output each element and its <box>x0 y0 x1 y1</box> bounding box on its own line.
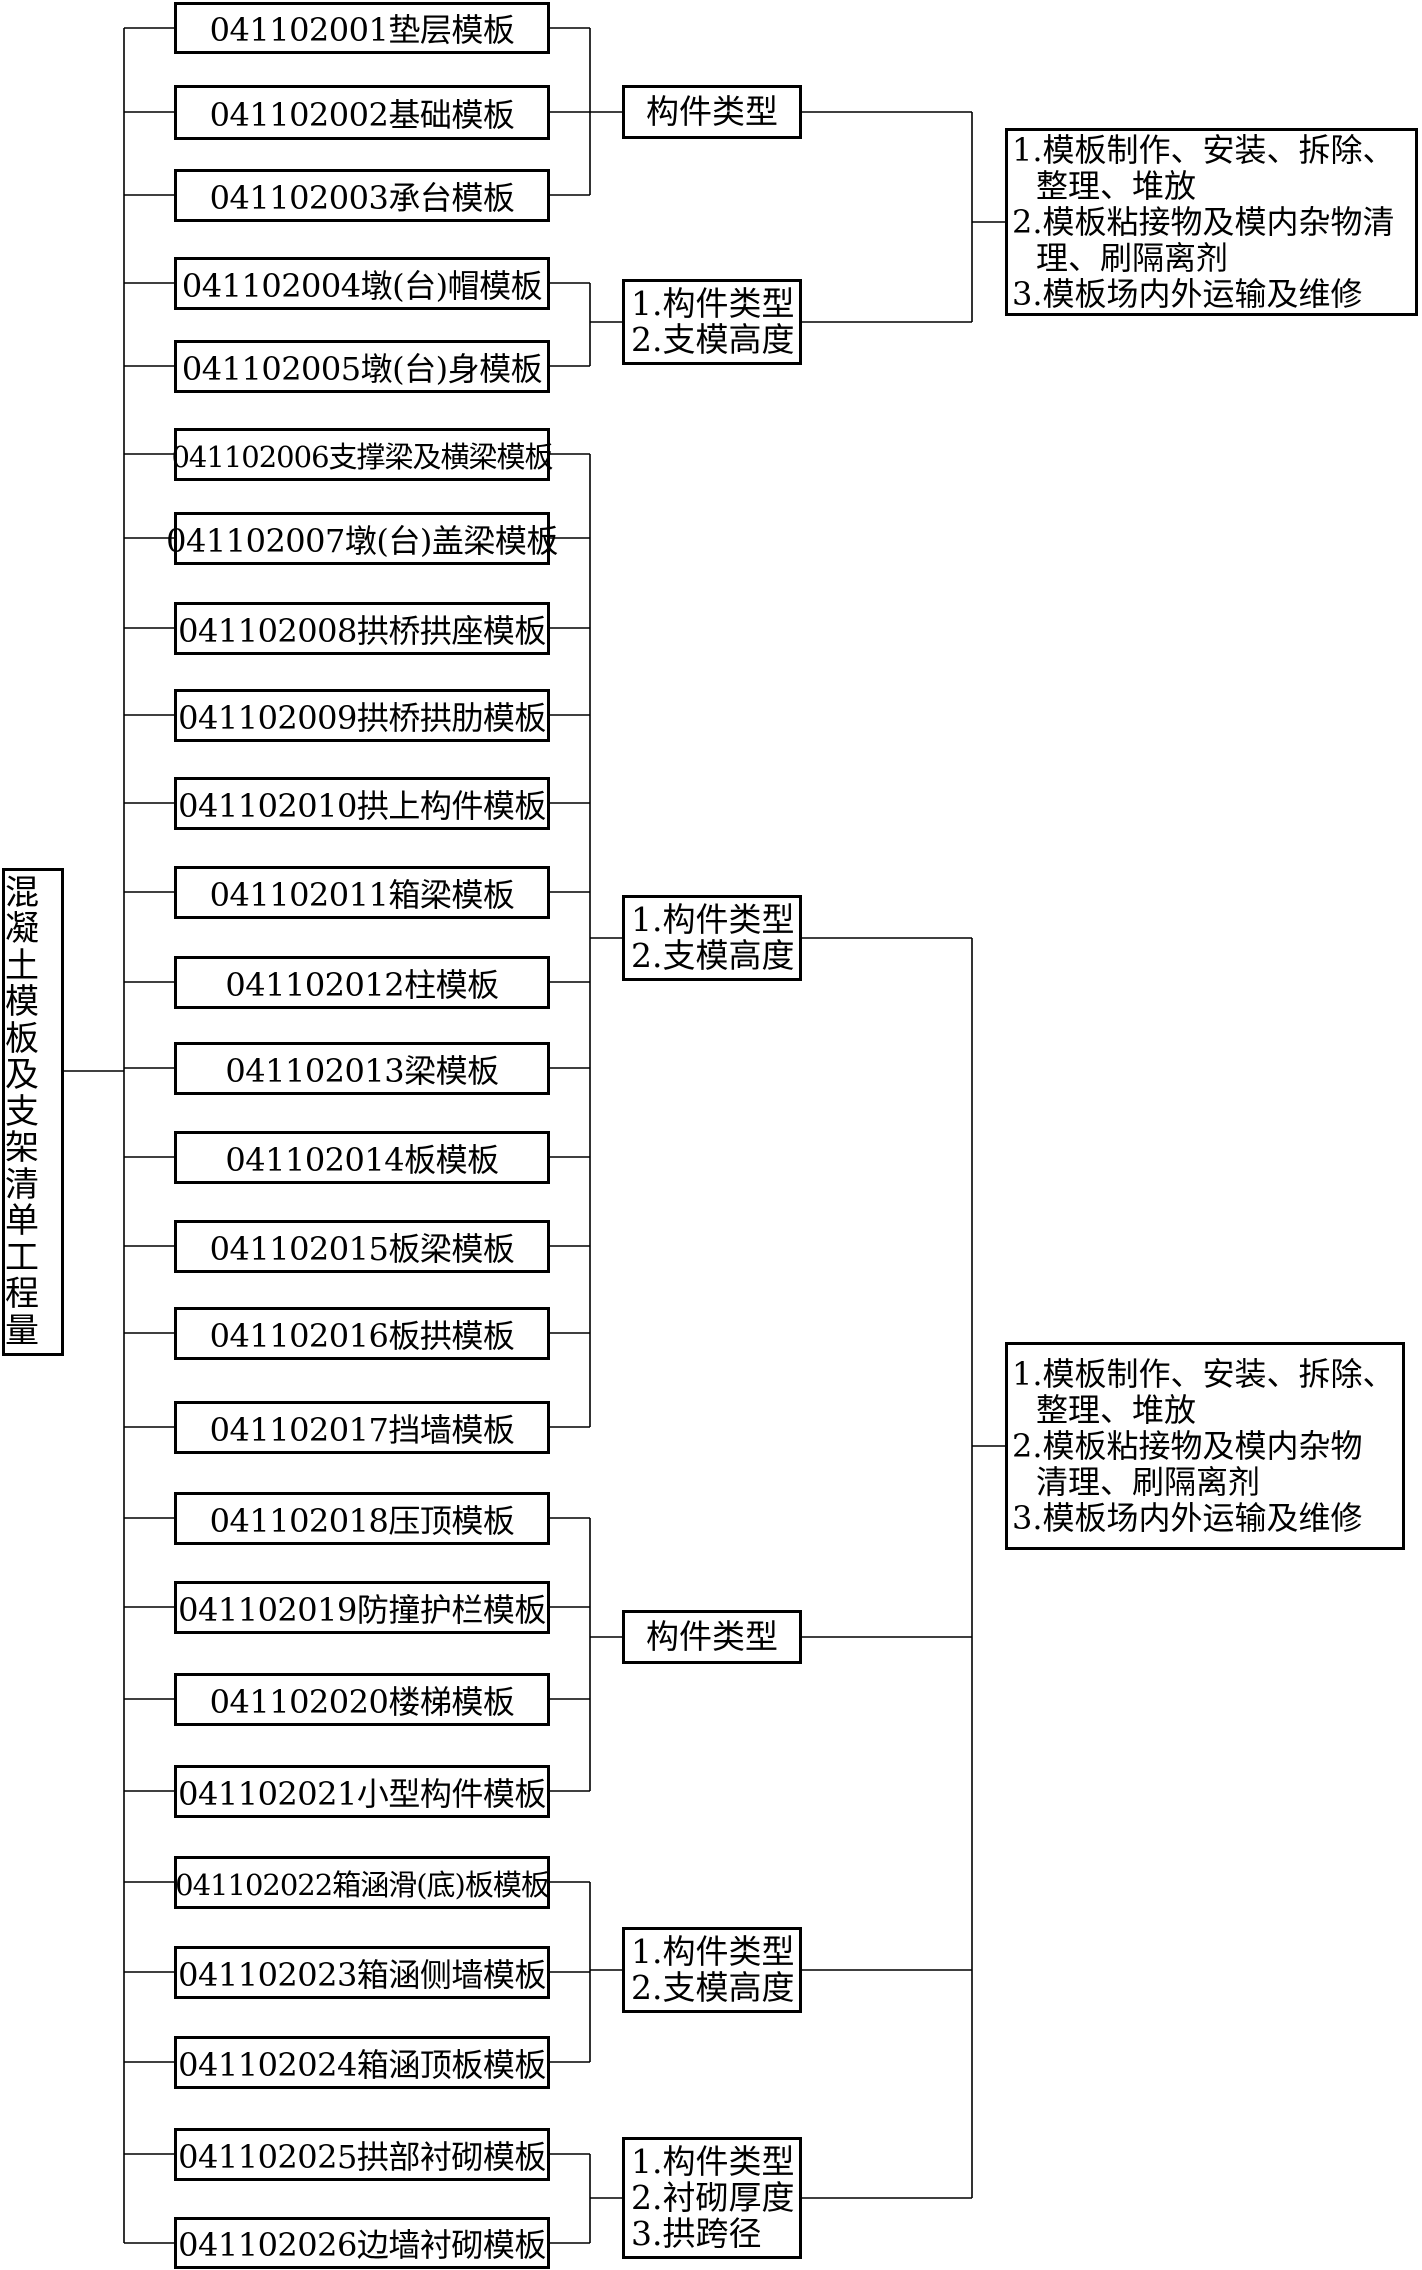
feature-line: 构件类型 <box>646 1617 778 1656</box>
work-line: 2.模板粘接物及模内杂物 <box>1012 1427 1363 1465</box>
item-label: 041102012柱模板 <box>225 965 499 1004</box>
work-line: 2.模板粘接物及模内杂物清 <box>1012 203 1395 241</box>
root-title: 混凝土模板及支架清单工程量 <box>5 872 39 1351</box>
item-label: 041102020楼梯模板 <box>209 1682 515 1721</box>
feature-line: 3.拱跨径 <box>631 2214 762 2253</box>
feature-box: 构件类型 <box>622 85 802 139</box>
item-box: 041102008拱桥拱座模板 <box>174 602 550 655</box>
item-box: 041102012柱模板 <box>174 956 550 1009</box>
item-box: 041102026边墙衬砌模板 <box>174 2217 550 2269</box>
feature-box: 构件类型 <box>622 1610 802 1664</box>
item-label: 041102005墩(台)身模板 <box>181 349 543 388</box>
item-label: 041102007墩(台)盖梁模板 <box>166 521 558 560</box>
work-content-box: 1.模板制作、安装、拆除、 整理、堆放 2.模板粘接物及模内杂物清 理、刷隔离剂… <box>1005 128 1418 316</box>
item-box: 041102002基础模板 <box>174 85 550 140</box>
item-label: 041102010拱上构件模板 <box>178 786 546 825</box>
feature-line: 1.构件类型 <box>631 900 795 939</box>
work-line: 理、刷隔离剂 <box>1036 239 1229 277</box>
work-content-box: 1.模板制作、安装、拆除、 整理、堆放 2.模板粘接物及模内杂物 清理、刷隔离剂… <box>1005 1342 1405 1550</box>
item-label: 041102003承台模板 <box>209 178 515 217</box>
item-label: 041102006支撑梁及横梁模板 <box>171 439 553 474</box>
work-line: 3.模板场内外运输及维修 <box>1012 275 1363 313</box>
work-line: 整理、堆放 <box>1036 167 1197 205</box>
item-label: 041102014板模板 <box>225 1140 499 1179</box>
item-box: 041102001垫层模板 <box>174 2 550 54</box>
item-label: 041102024箱涵顶板模板 <box>178 2045 546 2084</box>
item-label: 041102011箱梁模板 <box>209 875 515 914</box>
item-label: 041102026边墙衬砌模板 <box>178 2226 546 2264</box>
item-box: 041102014板模板 <box>174 1131 550 1184</box>
work-line: 1.模板制作、安装、拆除、 <box>1012 1355 1395 1393</box>
work-line: 3.模板场内外运输及维修 <box>1012 1499 1363 1537</box>
item-box: 041102006支撑梁及横梁模板 <box>171 428 554 481</box>
item-box: 041102005墩(台)身模板 <box>174 340 550 393</box>
item-box: 041102009拱桥拱肋模板 <box>174 689 550 742</box>
feature-line: 2.支模高度 <box>631 1968 795 2007</box>
item-box: 041102017挡墙模板 <box>174 1401 550 1454</box>
item-box: 041102020楼梯模板 <box>174 1673 550 1726</box>
item-box: 041102021小型构件模板 <box>174 1765 550 1818</box>
feature-box: 1.构件类型 2.支模高度 <box>622 279 802 365</box>
item-box: 041102007墩(台)盖梁模板 <box>166 512 558 565</box>
item-box: 041102003承台模板 <box>174 169 550 222</box>
item-label: 041102016板拱模板 <box>209 1316 515 1355</box>
item-label: 041102017挡墙模板 <box>209 1410 515 1449</box>
item-label: 041102018压顶模板 <box>209 1501 515 1540</box>
root-box: 混凝土模板及支架清单工程量 <box>2 868 64 1356</box>
work-line: 1.模板制作、安装、拆除、 <box>1012 131 1395 169</box>
item-box: 041102024箱涵顶板模板 <box>174 2036 550 2089</box>
item-label: 041102019防撞护栏模板 <box>178 1590 546 1629</box>
item-label: 041102009拱桥拱肋模板 <box>178 698 546 737</box>
item-box: 041102025拱部衬砌模板 <box>174 2128 550 2181</box>
item-label: 041102004墩(台)帽模板 <box>181 266 543 305</box>
item-label: 041102015板梁模板 <box>209 1229 515 1268</box>
item-label: 041102021小型构件模板 <box>178 1774 546 1813</box>
item-label: 041102002基础模板 <box>209 95 515 134</box>
item-label: 041102013梁模板 <box>225 1051 499 1090</box>
item-label: 041102025拱部衬砌模板 <box>178 2137 546 2176</box>
feature-line: 2.支模高度 <box>631 320 795 359</box>
work-line: 清理、刷隔离剂 <box>1036 1463 1261 1501</box>
feature-box: 1.构件类型 2.支模高度 <box>622 895 802 981</box>
item-label: 041102001垫层模板 <box>209 11 515 49</box>
item-box: 041102018压顶模板 <box>174 1492 550 1545</box>
work-line: 整理、堆放 <box>1036 1391 1197 1429</box>
feature-line: 构件类型 <box>646 92 778 131</box>
item-box: 041102011箱梁模板 <box>174 866 550 919</box>
feature-line: 2.支模高度 <box>631 936 795 975</box>
item-label: 041102023箱涵侧墙模板 <box>178 1955 546 1994</box>
feature-box: 1.构件类型 2.支模高度 <box>622 1927 802 2013</box>
item-box: 041102023箱涵侧墙模板 <box>174 1946 550 1999</box>
item-box: 041102022箱涵滑(底)板模板 <box>174 1856 550 1909</box>
feature-line: 1.构件类型 <box>631 2142 795 2181</box>
feature-box: 1.构件类型 2.衬砌厚度 3.拱跨径 <box>622 2137 802 2259</box>
item-label: 041102022箱涵滑(底)板模板 <box>175 1867 550 1902</box>
item-box: 041102013梁模板 <box>174 1042 550 1095</box>
item-box: 041102015板梁模板 <box>174 1220 550 1273</box>
item-box: 041102010拱上构件模板 <box>174 777 550 830</box>
item-box: 041102004墩(台)帽模板 <box>174 257 550 310</box>
feature-line: 2.衬砌厚度 <box>631 2178 795 2217</box>
feature-line: 1.构件类型 <box>631 284 795 323</box>
feature-line: 1.构件类型 <box>631 1932 795 1971</box>
item-box: 041102016板拱模板 <box>174 1307 550 1360</box>
item-label: 041102008拱桥拱座模板 <box>178 611 546 650</box>
item-box: 041102019防撞护栏模板 <box>174 1581 550 1634</box>
